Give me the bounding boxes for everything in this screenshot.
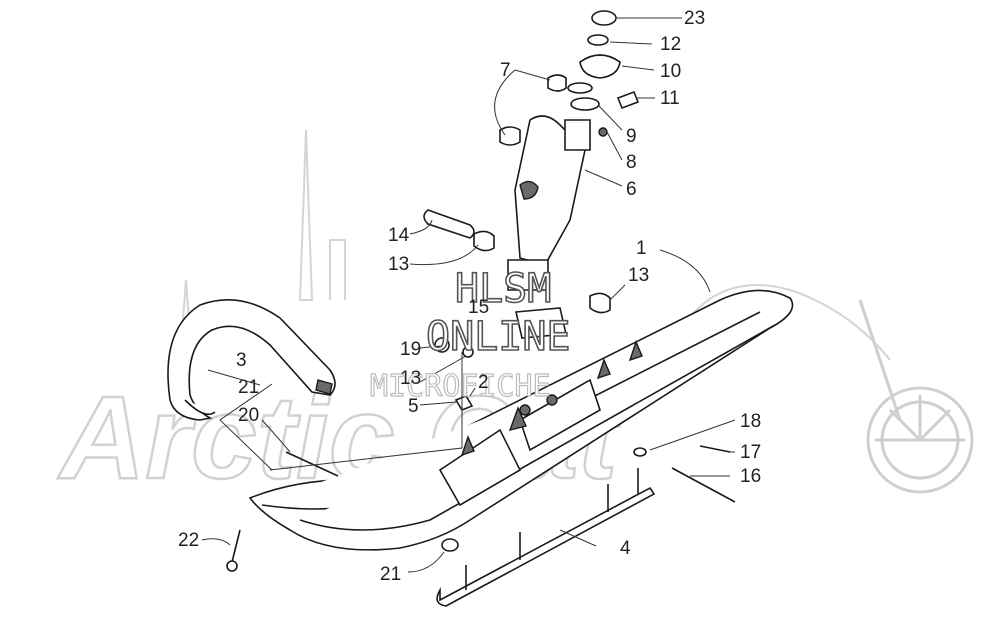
callout-19[interactable]: 19 [400,339,421,360]
callout-13-right[interactable]: 13 [628,265,649,286]
callout-10[interactable]: 10 [660,61,681,82]
wear-bar [436,468,656,607]
callout-5[interactable]: 5 [408,396,419,417]
callout-16[interactable]: 16 [740,466,761,487]
top-hardware [547,10,640,137]
callout-4[interactable]: 4 [620,538,631,559]
callout-6[interactable]: 6 [626,179,637,200]
callout-11[interactable]: 11 [660,88,680,109]
callout-17[interactable]: 17 [740,442,761,463]
callout-1[interactable]: 1 [636,238,647,259]
watermark-site-line3: MICROFICHE [370,369,551,404]
callout-21-bottom[interactable]: 21 [380,564,401,585]
watermark-site-line1: HLSM [455,266,551,312]
callout-2[interactable]: 2 [478,372,489,393]
pivot-hardware [226,209,736,572]
callout-15[interactable]: 15 [468,297,489,318]
callout-23[interactable]: 23 [684,8,705,29]
callout-14[interactable]: 14 [388,225,410,246]
callout-22[interactable]: 22 [178,530,199,551]
callout-9[interactable]: 9 [626,126,637,147]
leader-lines [201,17,736,573]
callout-7[interactable]: 7 [500,60,511,81]
callout-13-washer[interactable]: 13 [400,368,421,389]
spindle [499,115,591,266]
watermark-site-line2: ONLINE [426,314,571,360]
callout-21-loop[interactable]: 21 [238,377,259,398]
callout-20[interactable]: 20 [238,405,259,426]
callout-labels: 23 12 10 11 7 9 8 6 14 13 13 1 15 19 3 2… [178,8,761,585]
watermark-motorcycle [858,299,974,494]
callout-12[interactable]: 12 [660,34,681,55]
callout-3[interactable]: 3 [236,350,247,371]
ski-body [248,289,794,551]
callout-13-spindle[interactable]: 13 [388,254,409,275]
callout-18[interactable]: 18 [740,411,761,432]
callout-8[interactable]: 8 [626,152,637,173]
ski-loop-handle [167,299,336,421]
